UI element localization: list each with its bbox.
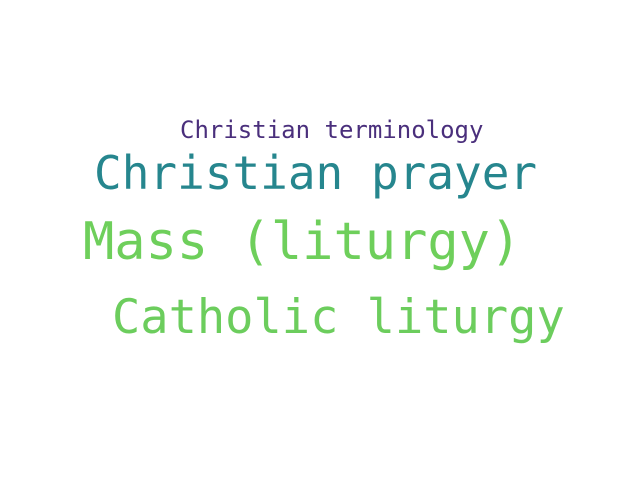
word-christian-terminology: Christian terminology	[180, 116, 484, 144]
word-catholic-liturgy: Catholic liturgy	[112, 290, 565, 345]
word-christian-prayer: Christian prayer	[94, 146, 538, 200]
word-mass-liturgy: Mass (liturgy)	[83, 212, 522, 272]
